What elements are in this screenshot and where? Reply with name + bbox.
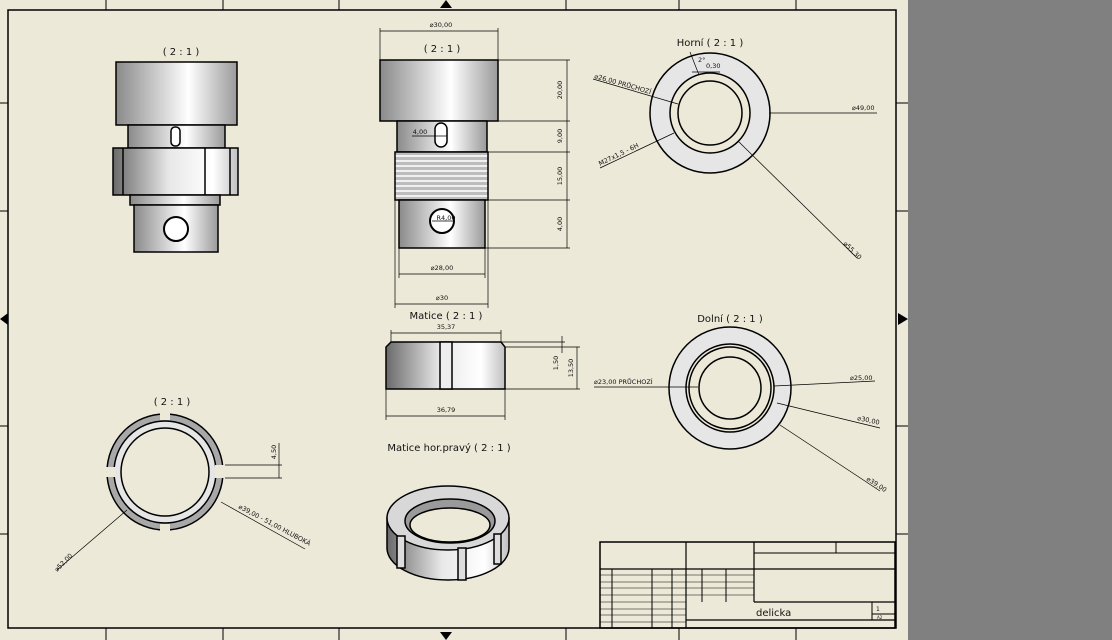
view-matice[interactable]: Matice ( 2 : 1 ) 35,37 36,79 1,50 13,50 — [385, 311, 580, 420]
view-front-dimensioned[interactable]: ⌀30,00 ( 2 : 1 ) 20,00 9,00 15,00 4,00 4… — [379, 21, 570, 308]
dim-gap: 0,30 — [706, 62, 720, 70]
dim-height-4: 4,00 — [556, 217, 564, 231]
view-iso-nut[interactable]: Matice hor.pravý ( 2 : 1 ) — [386, 442, 511, 581]
view-label: Matice ( 2 : 1 ) — [410, 311, 483, 322]
dim-diameter-bottom: ⌀28,00 — [431, 264, 454, 272]
dim-top-width: 35,37 — [437, 323, 456, 331]
sheet-number: 1 — [876, 606, 880, 613]
drawing-name[interactable]: delicka — [756, 608, 791, 619]
dim-height-2: 9,00 — [556, 129, 564, 143]
gray-workspace — [908, 0, 1112, 640]
view-front-left[interactable]: ( 2 : 1 ) — [112, 47, 239, 253]
view-label: ( 2 : 1 ) — [154, 397, 191, 408]
view-label: ( 2 : 1 ) — [424, 44, 461, 55]
center-arrows — [0, 0, 908, 640]
dim-height-3: 15,00 — [556, 167, 564, 186]
view-label: ( 2 : 1 ) — [163, 47, 200, 58]
view-label: Dolní ( 2 : 1 ) — [697, 313, 763, 325]
dim-outer-diameter: ⌀49,00 — [852, 104, 875, 112]
cross-hole — [163, 216, 189, 242]
dim-bottom-width: 36,79 — [437, 406, 456, 414]
dim-angle: 2° — [698, 56, 705, 64]
view-dolni[interactable]: Dolní ( 2 : 1 ) ⌀23,00 PRŮCHOZÍ ⌀25,00 ⌀… — [594, 313, 888, 494]
title-block — [599, 541, 896, 629]
sheet-size: A2 — [877, 615, 883, 620]
dim-slot: 4,00 — [413, 128, 427, 136]
dim-diameter-top: ⌀30,00 — [430, 21, 453, 29]
dim-height-1: 20,00 — [556, 81, 564, 100]
dim-slot-width: 4,50 — [270, 445, 278, 459]
dim-height: 13,50 — [567, 359, 575, 378]
dim-hole-radius: R4,00 — [437, 214, 456, 222]
dim-through-diameter: ⌀23,00 PRŮCHOZÍ — [594, 377, 653, 386]
zone-ticks — [0, 0, 908, 640]
view-label: Matice hor.pravý ( 2 : 1 ) — [387, 442, 510, 454]
dim-diameter-1: ⌀25,00 — [850, 374, 873, 382]
view-label: Horní ( 2 : 1 ) — [677, 37, 744, 49]
dim-chamfer: 1,50 — [552, 356, 560, 370]
dim-diameter-thread: ⌀30 — [436, 294, 448, 302]
